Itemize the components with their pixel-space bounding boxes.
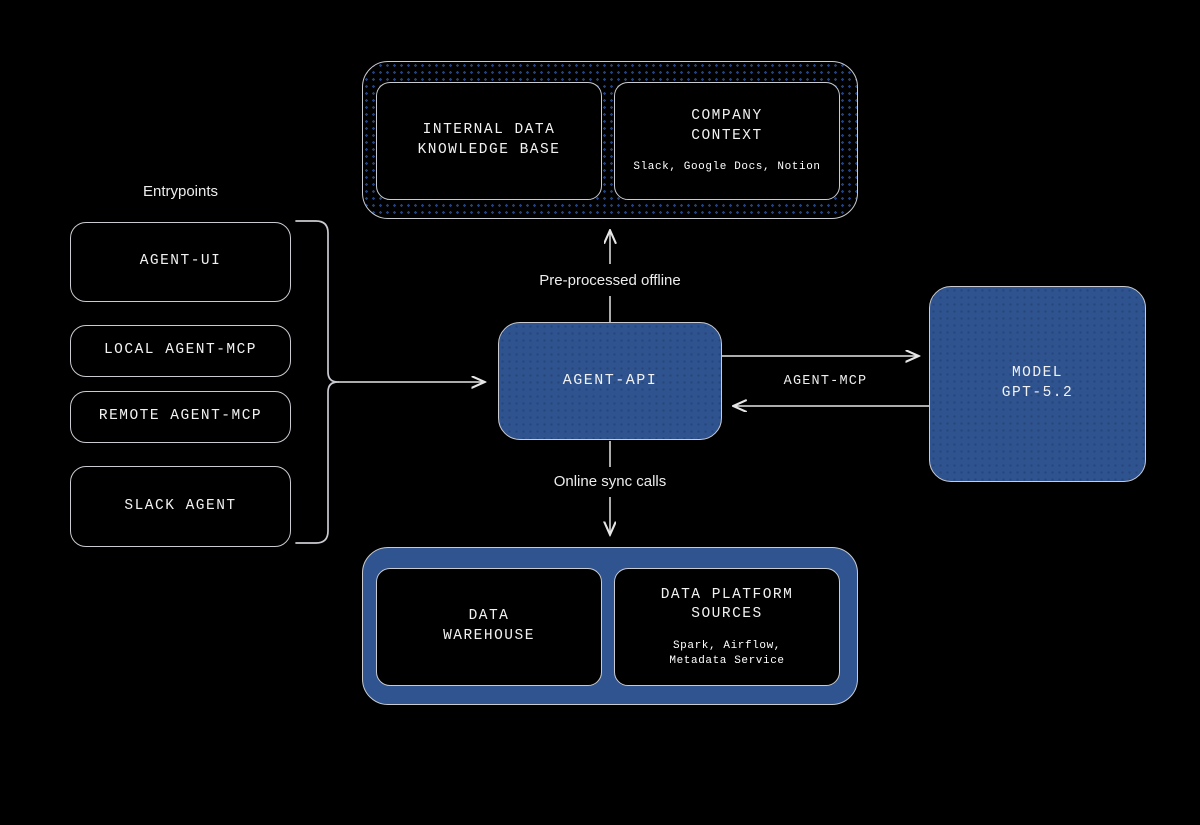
entrypoint-agent-ui[interactable]: AGENT-UI	[70, 222, 291, 302]
node-label: MODEL GPT-5.2	[1001, 365, 1074, 401]
node-model-gpt[interactable]: MODEL GPT-5.2	[929, 286, 1146, 482]
box-subtitle: Spark, Airflow, Metadata Service	[669, 639, 785, 667]
box-data-platform-sources[interactable]: DATA PLATFORM SOURCES Spark, Airflow, Me…	[614, 568, 840, 686]
box-title: DATA WAREHOUSE	[443, 608, 535, 644]
node-label: AGENT-API	[562, 371, 658, 389]
box-title: DATA PLATFORM SOURCES	[660, 586, 794, 623]
box-subtitle: Slack, Google Docs, Notion	[633, 161, 821, 174]
connector-label-pre-processed: Pre-processed offline	[539, 272, 681, 289]
entrypoint-local-agent-mcp[interactable]: LOCAL AGENT-MCP	[70, 325, 291, 377]
data-platform-container: DATA WAREHOUSE DATA PLATFORM SOURCES Spa…	[362, 547, 858, 705]
entrypoint-label: REMOTE AGENT-MCP	[98, 408, 263, 425]
entrypoint-slack-agent[interactable]: SLACK AGENT	[70, 466, 291, 547]
box-title: COMPANY CONTEXT	[691, 108, 763, 144]
entrypoint-remote-agent-mcp[interactable]: REMOTE AGENT-MCP	[70, 391, 291, 443]
box-title: INTERNAL DATA KNOWLEDGE BASE	[417, 122, 561, 158]
connector-label-agent-mcp: AGENT-MCP	[783, 374, 868, 389]
box-internal-data-knowledge-base[interactable]: INTERNAL DATA KNOWLEDGE BASE	[376, 82, 602, 200]
connector-label-online-sync: Online sync calls	[553, 473, 667, 490]
entrypoint-label: SLACK AGENT	[124, 497, 237, 514]
entrypoint-label: AGENT-UI	[139, 253, 222, 270]
entrypoints-title: Entrypoints	[142, 183, 219, 200]
box-data-warehouse[interactable]: DATA WAREHOUSE	[376, 568, 602, 686]
entrypoints-brace	[295, 220, 339, 544]
entrypoint-label: LOCAL AGENT-MCP	[103, 342, 258, 359]
box-company-context[interactable]: COMPANY CONTEXT Slack, Google Docs, Noti…	[614, 82, 840, 200]
node-agent-api[interactable]: AGENT-API	[498, 322, 722, 440]
knowledge-container: INTERNAL DATA KNOWLEDGE BASE COMPANY CON…	[362, 61, 858, 219]
